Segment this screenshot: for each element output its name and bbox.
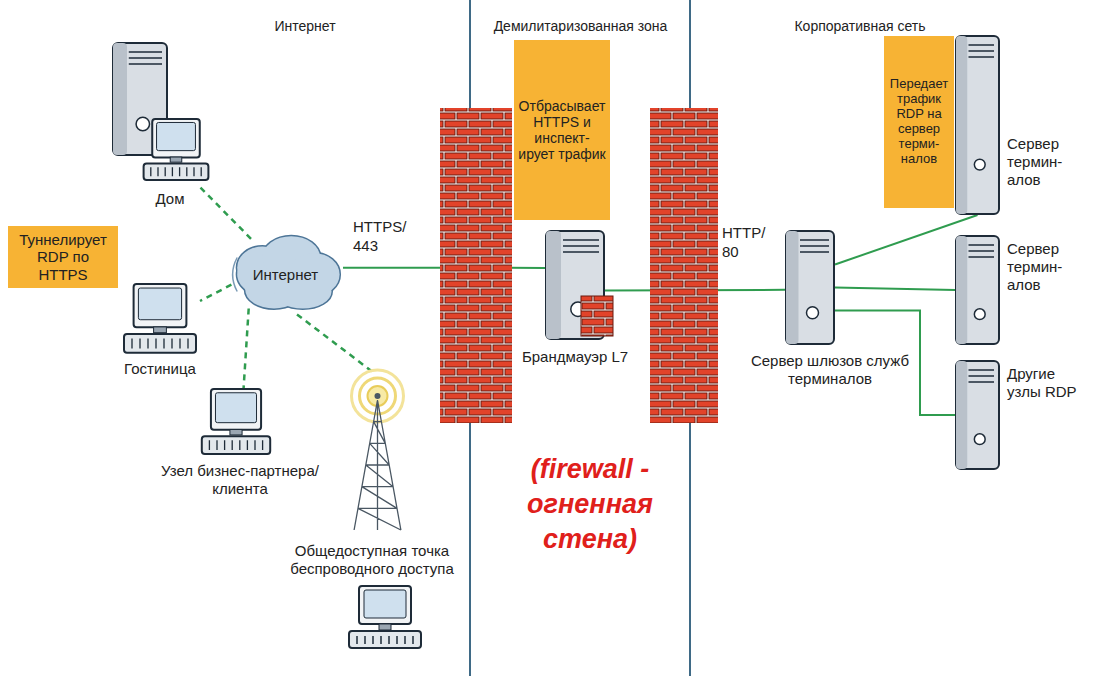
server-icon [785,230,835,345]
zone-heading: Демилитаризованная зона [478,18,683,35]
wireless-link [297,314,374,373]
tower-node: Общедоступная точка беспроводного доступ… [345,370,410,532]
node-label: Дом [135,190,205,208]
server-node: Брандмауэр L7 [545,230,605,340]
home-computer-icon [112,42,212,184]
computer-icon [198,388,274,456]
comp-node: Узел бизнес-партнера/ клиента [198,388,274,456]
computer-icon [120,283,200,355]
callout-text: Передает трафик RDP на сервер терми- нал… [887,77,951,167]
node-label: Брандмауэр L7 [508,348,642,366]
wireless-tower-icon [345,370,410,532]
wireless-link [197,184,251,239]
callout-box: Передает трафик RDP на сервер терми- нал… [884,36,954,208]
node-label: Сервер термин- алов [1007,240,1087,294]
callout-text: Отбрасывает HTTPS и инспект- ирует трафи… [517,98,607,162]
server-node: Сервер термин- алов [955,35,1000,215]
server-node: Сервер термин- алов [955,235,1000,345]
server-icon [955,35,1000,215]
server-icon [545,230,605,340]
node-label: Другие узлы RDP [1007,365,1087,401]
firewall-wall [440,108,512,423]
computer-icon [349,586,421,648]
server-icon [955,360,1000,470]
callout-text: Туннелирует RDP по HTTPS [11,231,115,283]
node-label: Гостиница [100,360,220,378]
server-node: Сервер шлюзов служб терминалов [785,230,835,345]
translation-note: (firewall - огненная стена) [492,452,688,557]
comp-node: Гостиница [120,283,200,355]
cloud-node: Интернет [228,232,343,317]
node-label: Узел бизнес-партнера/ клиента [155,462,325,498]
protocol-label: HTTPS/ 443 [351,218,413,256]
callout-box: Туннелирует RDP по HTTPS [8,226,118,288]
home-node: Дом [112,42,212,184]
zone-heading: Интернет [255,18,355,35]
firewall-wall [650,108,718,423]
wireless-link [200,285,231,301]
callout-box: Отбрасывает HTTPS и инспект- ирует трафи… [514,40,610,220]
protocol-label: HTTP/ 80 [720,224,774,262]
zone-heading: Корпоративная сеть [770,18,950,35]
server-node: Другие узлы RDP [955,360,1000,470]
mini-firewall [581,296,613,336]
node-label: Сервер термин- алов [1007,135,1087,189]
network-link [835,288,955,291]
node-label: Общедоступная точка беспроводного доступ… [270,542,474,578]
cloud-label: Интернет [228,266,343,284]
server-icon [955,235,1000,345]
wireless-link [244,309,249,389]
node-label: Сервер шлюзов служб терминалов [745,352,915,388]
